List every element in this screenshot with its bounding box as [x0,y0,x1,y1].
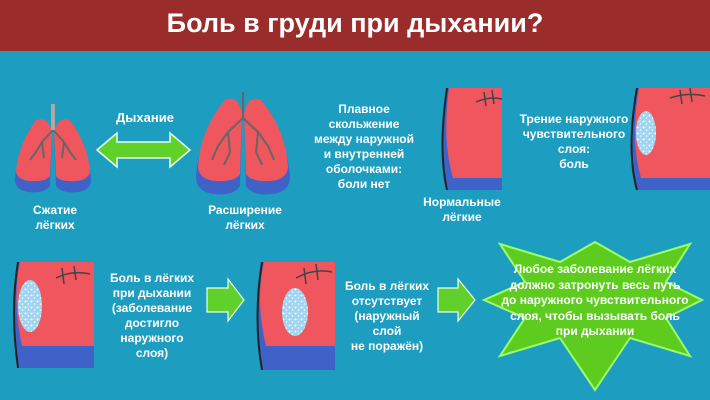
friction-lung-section [630,87,710,191]
deep-lesion-lung-section [256,261,335,371]
normal-lungs-label: Нормальные лёгкие [423,195,501,224]
breathing-double-arrow [95,131,192,169]
small-lungs-icon [14,104,92,193]
no-pain-text: Боль в лёгких отсутствует (наружный слой… [344,279,430,353]
friction-text: Трение наружного чувствительного слоя: б… [519,112,629,171]
smooth-glide-text: Плавное скольжение между наружной и внут… [313,102,415,191]
large-lungs-icon [195,92,291,195]
conclusion-text: Любое заболевание лёгких должно затронут… [501,262,689,338]
conclusion-burst [481,240,705,392]
inflammation-spot-icon [636,111,656,155]
title-bar [0,0,710,51]
arrow-right-icon [206,277,245,323]
normal-lung-section [441,87,503,191]
lesion-spot-icon [282,288,308,336]
inflammation-spot-icon [18,280,42,332]
arrow-right-icon [437,277,476,323]
compression-label: Сжатие лёгких [32,203,78,232]
inflamed-lung-section [13,261,95,369]
breathing-label: Дыхание [116,110,174,125]
page-title: Боль в груди при дыхании? [166,8,544,38]
expansion-label: Расширение лёгких [208,203,282,232]
pain-when-breathing-text: Боль в лёгких при дыхании (заболевание д… [109,271,195,360]
